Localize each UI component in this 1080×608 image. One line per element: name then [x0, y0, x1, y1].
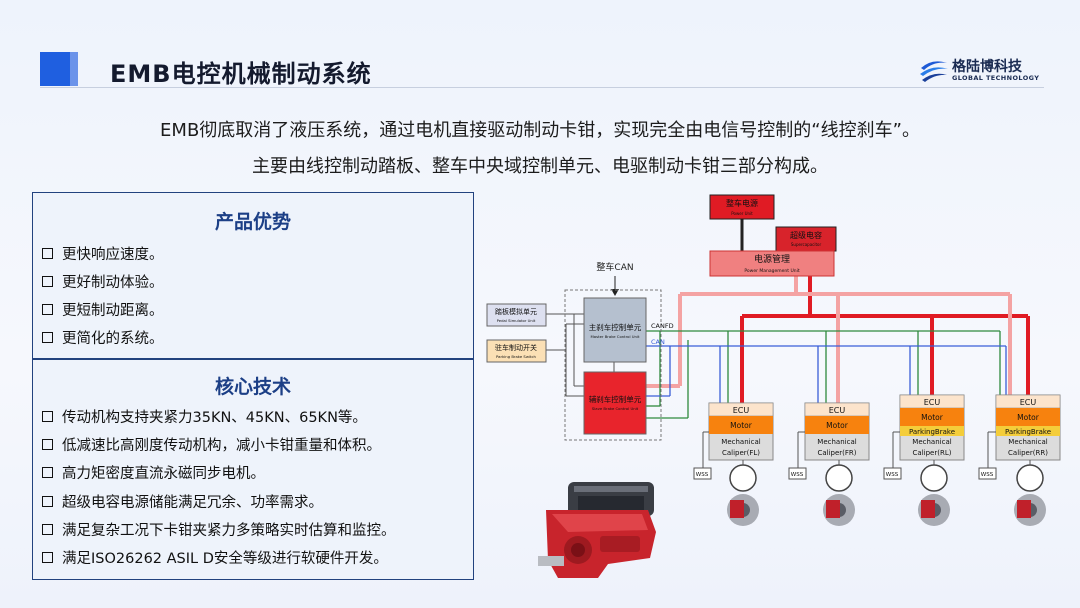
header-accent-bar [70, 52, 78, 86]
core-tech-item: 超级电容电源储能满足冗余、功率需求。 [42, 491, 323, 512]
slave-brake-unit-sublabel: Slave Brake Control Unit [592, 406, 639, 411]
parking-brake-label: ParkingBrake [909, 428, 955, 436]
ecu-module-rr: ECU Motor ParkingBrake Mechanical Calipe… [995, 394, 1061, 461]
canfd-label: CANFD [651, 322, 674, 330]
pedal-simulator-sublabel: Pedal Simulator Unit [497, 318, 536, 323]
header-divider [40, 87, 1044, 88]
can-label: CAN [651, 338, 665, 346]
mechanical-label: Mechanical [721, 438, 760, 446]
supercap-box [775, 226, 837, 252]
power-unit-label: 整车电源 [726, 198, 758, 208]
advantage-item: 更快响应速度。 [42, 243, 164, 264]
mechanical-label: Mechanical [817, 438, 856, 446]
power-unit-sublabel: Power Unit [731, 211, 753, 216]
wheel-group-rl [883, 431, 948, 492]
ecu-label: ECU [1020, 398, 1037, 407]
core-tech-title: 核心技术 [214, 376, 291, 398]
wheel-group-fr [788, 431, 853, 492]
core-tech-item: 低减速比高刚度传动机构，减小卡钳重量和体积。 [42, 434, 381, 455]
wss-label: WSS [981, 472, 994, 478]
checkbox-icon [42, 467, 53, 478]
slave-brake-unit-label: 辅刹车控制单元 [589, 394, 642, 404]
ecu-module-fr: ECU Motor Mechanical Caliper(FR) [804, 402, 870, 461]
checkbox-icon [42, 411, 53, 422]
vehicle-can-arrowhead-icon [611, 289, 619, 296]
core-tech-item: 满足ISO26262 ASIL D安全等级进行软硬件开发。 [42, 547, 388, 568]
parking-switch-box [486, 339, 547, 363]
logo-text-cn: 格陆博科技 [952, 59, 1022, 75]
can-lines [646, 345, 1007, 403]
intro-line-1: EMB彻底取消了液压系统，通过电机直接驱动制动卡钳，实现完全由电信号控制的“线控… [160, 120, 920, 141]
wheel-group-rr [978, 431, 1044, 492]
power-management-sublabel: Power Management Unit [744, 268, 800, 274]
parking-switch-label: 驻车制动开关 [495, 343, 537, 352]
caliper-thumb-rr [1014, 494, 1046, 526]
checkbox-icon [42, 332, 53, 343]
company-logo: 格陆博科技 GLOBAL TECHNOLOGY [918, 56, 1048, 86]
page-title: EMB电控机械制动系统 [110, 60, 372, 88]
features-panel-divider [32, 358, 474, 360]
ecu-module-fl: ECU Motor Mechanical Caliper(FL) [708, 402, 774, 461]
parking-switch-sublabel: Parking Brake Switch [496, 354, 537, 359]
checkbox-icon [42, 552, 53, 563]
logo-swoosh-icon [920, 61, 948, 82]
wss-label: WSS [696, 472, 709, 478]
motor-label: Motor [921, 413, 944, 422]
advantages-title: 产品优势 [214, 211, 291, 233]
intro-line-2: 主要由线控制动踏板、整车中央域控制单元、电驱制动卡钳三部分构成。 [252, 156, 828, 177]
caliper-thumb-fr [823, 494, 855, 526]
caliper-label: Caliper(RL) [913, 449, 952, 457]
power-management-box [709, 250, 835, 277]
canfd-lines [646, 330, 1001, 419]
motor-label: Motor [826, 421, 849, 430]
caliper-label: Caliper(FL) [722, 449, 760, 457]
pedal-simulator-box [486, 303, 547, 327]
core-tech-item: 满足复杂工况下卡钳夹紧力多策略实时估算和监控。 [42, 519, 396, 540]
advantage-item: 更短制动距离。 [42, 299, 164, 320]
checkbox-icon [42, 248, 53, 259]
wheel-group-fl [693, 431, 757, 492]
logo-text-en: GLOBAL TECHNOLOGY [952, 74, 1040, 82]
power-line-pink [646, 276, 1012, 403]
vehicle-can-label: 整车CAN [596, 261, 633, 273]
ecu-label: ECU [924, 398, 941, 407]
caliper-thumb-fl [727, 494, 759, 526]
core-tech-item: 高力矩密度直流永磁同步电机。 [42, 462, 265, 483]
mechanical-label: Mechanical [912, 438, 951, 446]
checkbox-icon [42, 524, 53, 535]
features-panel [32, 192, 474, 580]
supercap-label: 超级电容 [790, 230, 822, 240]
ecu-module-rl: ECU Motor ParkingBrake Mechanical Calipe… [899, 394, 965, 461]
pedal-simulator-label: 踏板模拟单元 [495, 307, 537, 316]
master-brake-unit-box [583, 297, 647, 363]
supercap-sublabel: Supercapacitor [791, 242, 822, 247]
core-tech-item: 传动机构支持夹紧力35KN、45KN、65KN等。 [42, 406, 367, 427]
checkbox-icon [42, 276, 53, 287]
caliper-label: Caliper(FR) [817, 449, 856, 457]
master-brake-unit-sublabel: Master Brake Control Unit [591, 334, 640, 339]
motor-label: Motor [730, 421, 753, 430]
caliper-product-image [538, 482, 656, 578]
advantage-item: 更简化的系统。 [42, 327, 164, 348]
wss-label: WSS [791, 472, 804, 478]
slave-brake-unit-box [583, 371, 647, 435]
power-management-label: 电源管理 [754, 253, 790, 265]
checkbox-icon [42, 496, 53, 507]
advantage-item: 更好制动体验。 [42, 271, 164, 292]
checkbox-icon [42, 439, 53, 450]
motor-label: Motor [1017, 413, 1040, 422]
power-unit-box [709, 194, 775, 220]
checkbox-icon [42, 304, 53, 315]
ecu-label: ECU [733, 406, 750, 415]
ecu-label: ECU [829, 406, 846, 415]
parking-brake-label: ParkingBrake [1005, 428, 1051, 436]
wss-label: WSS [886, 472, 899, 478]
mechanical-label: Mechanical [1008, 438, 1047, 446]
caliper-thumb-rl [918, 494, 950, 526]
emb-architecture-diagram: 整车电源 Power Unit 超级电容 Supercapacitor 电源管理… [486, 194, 1061, 526]
control-unit-group [564, 289, 662, 441]
caliper-label: Caliper(RR) [1008, 449, 1048, 457]
master-brake-unit-label: 主刹车控制单元 [589, 322, 642, 332]
